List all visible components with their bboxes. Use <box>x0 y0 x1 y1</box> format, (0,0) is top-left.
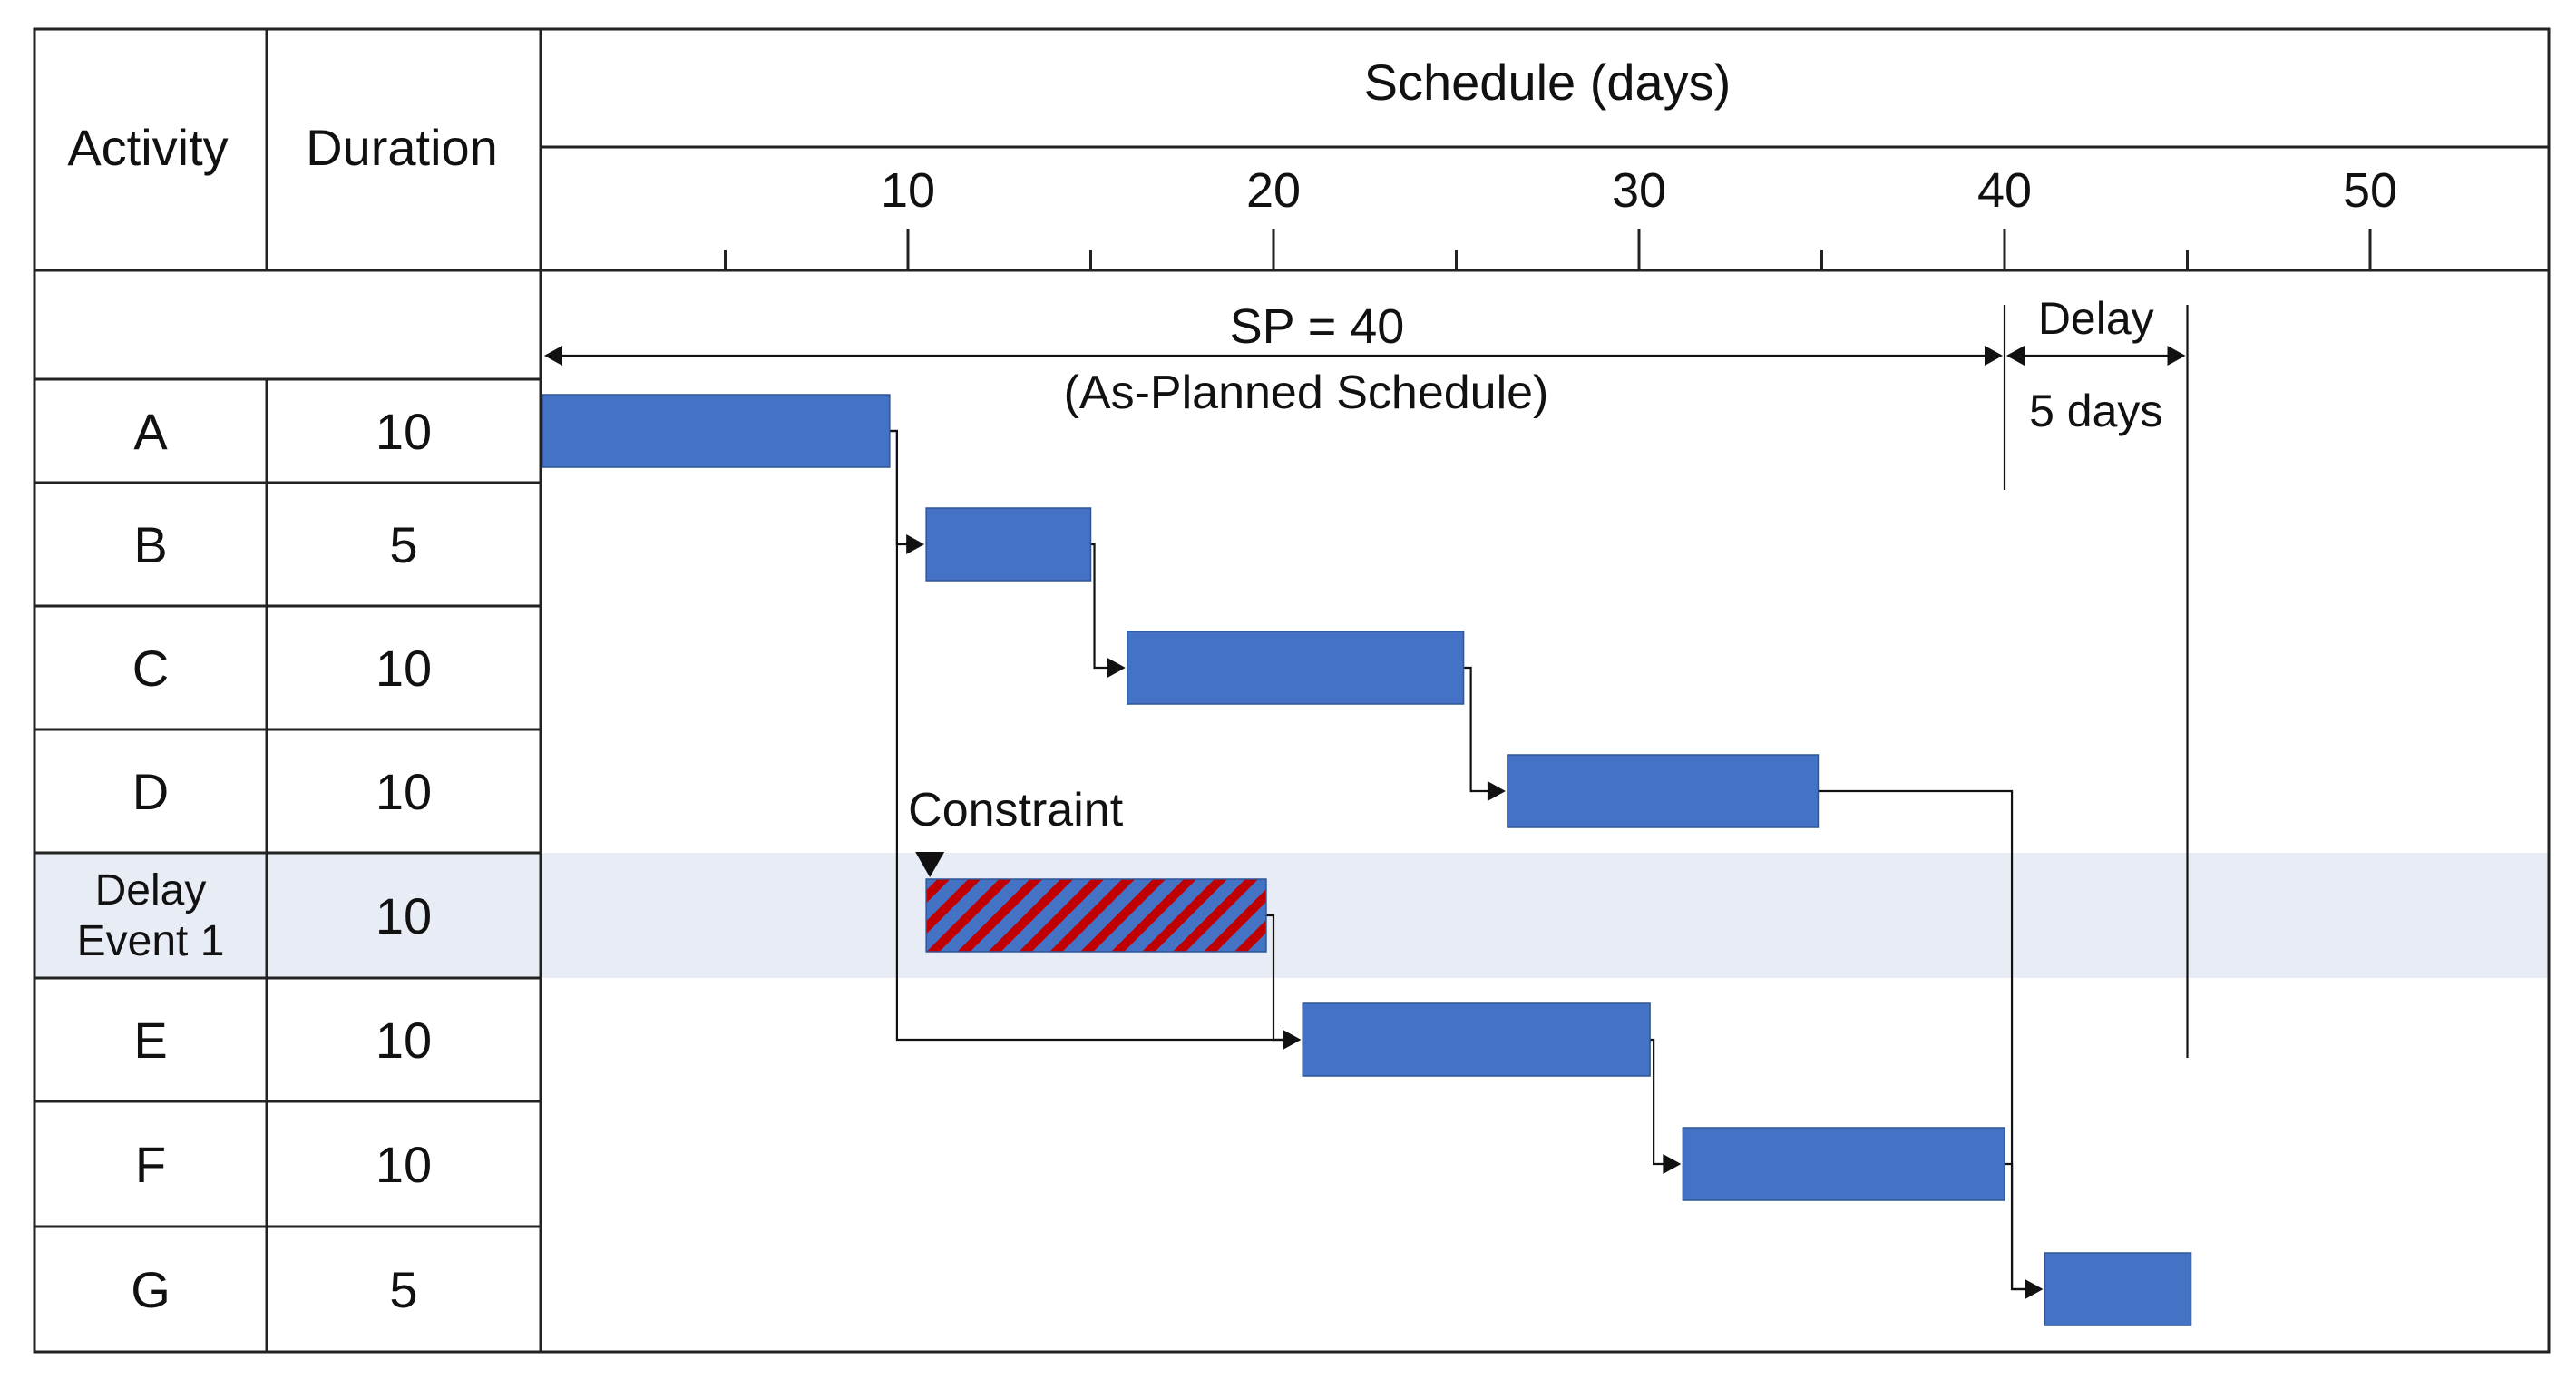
sp-arrow-left <box>544 346 562 366</box>
delay-arrow-right <box>2167 346 2186 366</box>
delay-event-row-highlight <box>34 853 2549 978</box>
dependency-links <box>889 429 2044 1299</box>
constraint-marker-icon <box>915 852 945 877</box>
activity-duration: 10 <box>376 1136 432 1193</box>
activity-label: C <box>132 640 169 697</box>
activity-duration: 10 <box>376 887 432 944</box>
activity-duration: 5 <box>389 1261 417 1318</box>
activity-bar-D <box>1507 754 1820 828</box>
tick-label: 30 <box>1612 163 1666 218</box>
table-border <box>33 27 2551 1354</box>
delay-event-bar <box>925 878 1267 953</box>
dependency-arrow-G <box>2025 1279 2044 1299</box>
duration-column-header: Duration <box>306 119 498 176</box>
sp-sublabel: (As-Planned Schedule) <box>1064 367 1549 419</box>
activity-bar-F <box>1682 1127 2005 1201</box>
activity-bar-G <box>2044 1252 2192 1326</box>
activity-label: B <box>133 516 167 573</box>
activity-label: F <box>135 1136 166 1193</box>
activity-duration: 10 <box>376 763 432 820</box>
activity-duration: 10 <box>376 1012 432 1069</box>
activity-bar-B <box>925 507 1092 582</box>
sp-label: SP = 40 <box>1230 299 1405 354</box>
schedule-column-header: Schedule (days) <box>1364 54 1732 111</box>
dependency-arrow-F <box>1663 1154 1682 1174</box>
dependency-link-A-E <box>889 429 1300 1042</box>
dependency-link-E-F <box>1650 1038 1680 1166</box>
dependency-link-B-C <box>1090 543 1124 670</box>
dependency-arrow-C <box>1107 658 1126 678</box>
dependency-link-C-D <box>1463 666 1504 793</box>
activity-bar-E <box>1302 1002 1651 1077</box>
activity-duration: 10 <box>376 403 432 460</box>
activity-bars <box>542 394 2192 1326</box>
delay-label: Delay <box>2038 293 2154 344</box>
activity-bar-A <box>542 394 891 468</box>
table-grid <box>33 27 2551 1354</box>
dependency-link-F-G <box>2005 1162 2042 1291</box>
tick-label: 20 <box>1246 163 1301 218</box>
sp-arrow-right <box>1985 346 2003 366</box>
tick-label: 40 <box>1977 163 2032 218</box>
activity-label: Delay <box>95 866 207 914</box>
activity-label: Event 1 <box>77 917 225 965</box>
constraint-label: Constraint <box>908 784 1124 836</box>
dependency-link-A-B <box>889 429 923 546</box>
activity-duration: 10 <box>376 640 432 697</box>
delay-days-label: 5 days <box>2029 386 2162 436</box>
annotations: SP = 40 (As-Planned Schedule) Delay 5 daysC… <box>544 293 2189 1058</box>
dependency-arrow-B <box>906 534 925 554</box>
dependency-arrow-E <box>1283 1030 1302 1050</box>
table-header: Activity Duration Schedule (days) <box>67 54 1731 176</box>
activity-bar-C <box>1127 631 1465 705</box>
schedule-axis: 10 20 30 40 50 <box>724 163 2397 270</box>
activity-label: E <box>133 1012 167 1069</box>
dependency-arrow-D <box>1487 781 1506 801</box>
activity-column-header: Activity <box>67 119 228 176</box>
tick-label: 50 <box>2343 163 2397 218</box>
activity-label: D <box>132 763 169 820</box>
delay-event-highlight-layer <box>34 853 2549 978</box>
activity-label: A <box>133 403 168 460</box>
activity-duration: 5 <box>389 516 417 573</box>
tick-label: 10 <box>881 163 935 218</box>
delay-arrow-left <box>2006 346 2025 366</box>
activity-label: G <box>131 1261 171 1318</box>
